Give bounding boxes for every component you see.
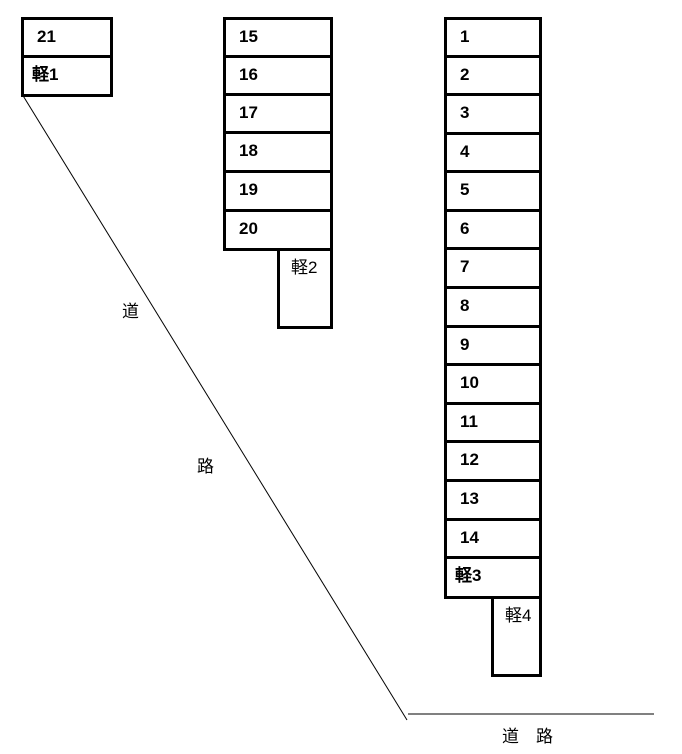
road-label-bottom: 道 路	[502, 727, 553, 747]
parking-spot-3[interactable]: 3	[444, 96, 542, 135]
parking-spot-5[interactable]: 5	[444, 173, 542, 212]
parking-spot-1[interactable]: 1	[444, 17, 542, 58]
parking-spot-8[interactable]: 8	[444, 289, 542, 328]
parking-spot-11[interactable]: 11	[444, 405, 542, 443]
road-label-diagonal-1: 道	[122, 302, 139, 322]
parking-spot-6[interactable]: 6	[444, 212, 542, 250]
diagonal-road-line	[21, 93, 408, 721]
parking-spot-kei-1[interactable]: 軽1	[21, 58, 113, 97]
parking-spot-20[interactable]: 20	[223, 212, 333, 251]
parking-spot-12[interactable]: 12	[444, 443, 542, 482]
parking-spot-kei-3[interactable]: 軽3	[444, 559, 542, 599]
parking-spot-kei-2[interactable]: 軽2	[277, 251, 333, 329]
parking-spot-kei-4[interactable]: 軽4	[491, 599, 542, 677]
parking-spot-21[interactable]: 21	[21, 17, 113, 58]
parking-spot-7[interactable]: 7	[444, 250, 542, 289]
parking-spot-16[interactable]: 16	[223, 58, 333, 96]
parking-spot-15[interactable]: 15	[223, 17, 333, 58]
parking-spot-10[interactable]: 10	[444, 366, 542, 405]
parking-spot-17[interactable]: 17	[223, 96, 333, 134]
parking-spot-19[interactable]: 19	[223, 173, 333, 212]
parking-spot-2[interactable]: 2	[444, 58, 542, 96]
parking-spot-13[interactable]: 13	[444, 482, 542, 521]
road-label-diagonal-2: 路	[197, 457, 214, 477]
parking-spot-4[interactable]: 4	[444, 135, 542, 173]
parking-spot-9[interactable]: 9	[444, 328, 542, 366]
parking-spot-18[interactable]: 18	[223, 134, 333, 173]
parking-spot-14[interactable]: 14	[444, 521, 542, 559]
